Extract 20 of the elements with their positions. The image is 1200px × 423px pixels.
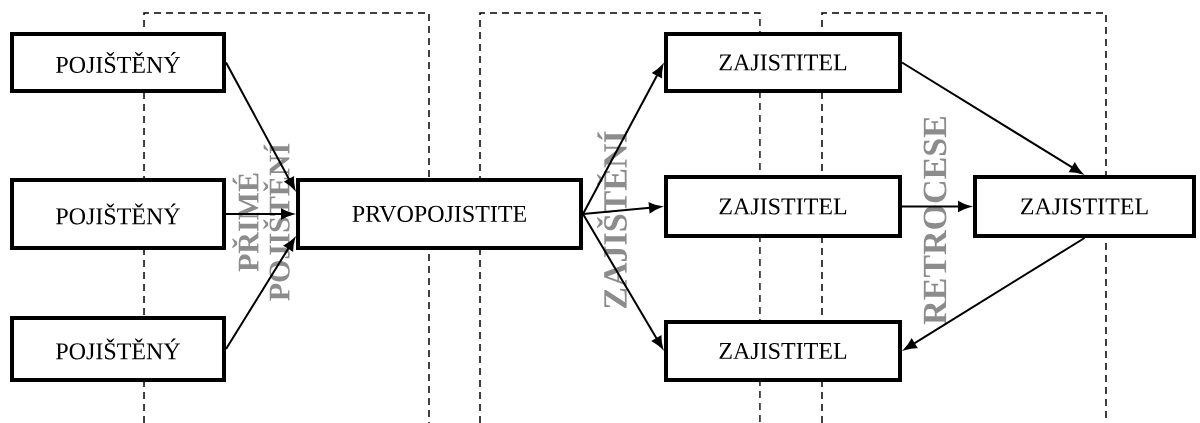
entity-box: POJIŠTĚNÝ — [10, 316, 226, 382]
entity-box: ZAJISTITEL — [664, 320, 902, 382]
arrow — [582, 64, 664, 215]
entity-box: PRVOPOJISTITE — [296, 178, 583, 250]
entity-box: POJIŠTĚNÝ — [10, 32, 226, 93]
entity-box: ZAJISTITEL — [664, 32, 902, 93]
arrow — [904, 237, 1086, 350]
arrow — [582, 213, 664, 349]
arrow — [582, 202, 662, 215]
entity-box: ZAJISTITEL — [973, 175, 1196, 238]
arrow — [225, 208, 294, 220]
arrow — [901, 61, 1083, 174]
arrow — [225, 238, 295, 350]
zone-label: RETROCESE — [923, 116, 947, 325]
entity-box: POJIŠTĚNÝ — [10, 178, 226, 250]
arrow — [901, 201, 971, 212]
zone-label: ZAJIŠTĚNÍ — [597, 131, 627, 309]
zone-label: PŘIMÉ POJIŠTĚNÍ — [232, 143, 290, 301]
arrow — [225, 61, 296, 190]
entity-box: ZAJISTITEL — [664, 175, 902, 238]
